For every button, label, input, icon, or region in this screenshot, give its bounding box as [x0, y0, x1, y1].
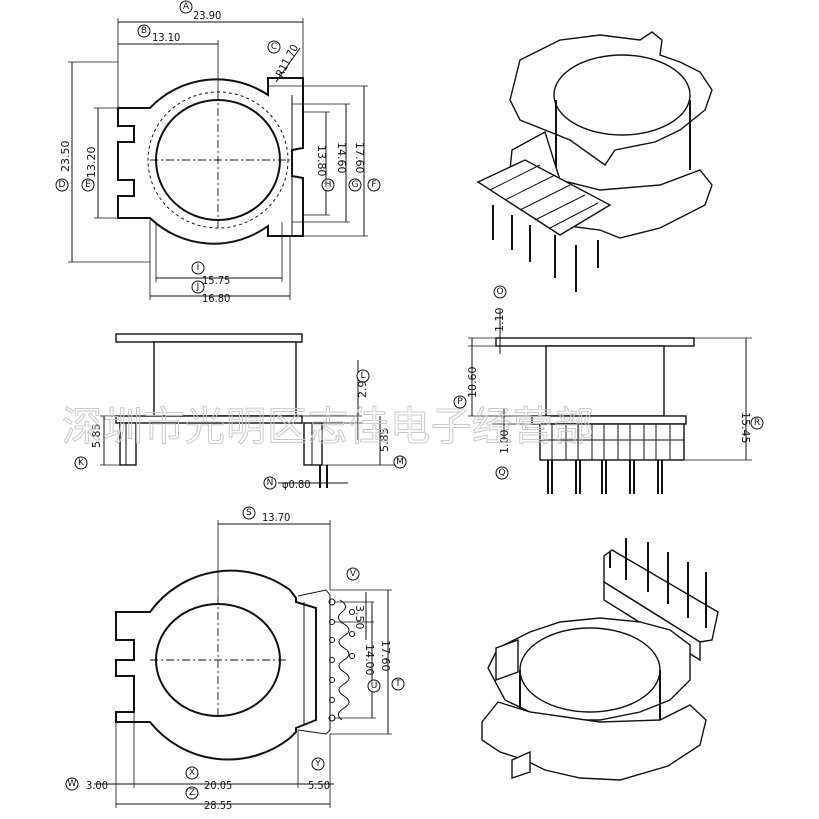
iso-view-bottom	[481, 538, 719, 781]
label-B: B	[137, 24, 151, 38]
dim-B-value: 13.10	[152, 31, 180, 44]
svg-text:E: E	[85, 180, 91, 190]
dim-G-value: 14.60	[335, 142, 348, 174]
dim-D-value: 23.50	[59, 141, 72, 173]
svg-text:B: B	[141, 26, 147, 36]
dim-I-value: 15.75	[202, 274, 230, 287]
label-M: M	[393, 455, 407, 469]
dim-V-value: 3.50	[353, 605, 366, 630]
svg-text:C: C	[271, 42, 277, 52]
label-C: C	[267, 40, 281, 54]
svg-text:Q: Q	[498, 468, 505, 478]
svg-text:V: V	[350, 569, 357, 579]
label-T: T	[391, 677, 405, 691]
dim-Q-value: 1.00	[498, 430, 511, 455]
label-D: D	[55, 178, 69, 192]
svg-text:A: A	[183, 2, 190, 12]
label-F: F	[367, 178, 381, 192]
dim-R-value: 15.45	[739, 412, 752, 444]
label-A: A	[179, 0, 193, 14]
svg-text:X: X	[189, 768, 195, 778]
dim-P-value: 10.60	[466, 367, 479, 399]
svg-text:Z: Z	[189, 788, 195, 798]
label-W: W	[65, 777, 79, 791]
svg-text:O: O	[496, 287, 503, 297]
svg-text:L: L	[360, 371, 365, 381]
svg-text:R: R	[754, 418, 760, 428]
dim-A-value: 23.90	[193, 9, 221, 22]
dim-W-value: 3.00	[86, 779, 108, 792]
svg-text:M: M	[396, 457, 404, 467]
iso-view-top	[476, 31, 713, 292]
dim-O-value: 1.10	[493, 308, 506, 333]
dim-N-value: φ0.80	[282, 478, 311, 491]
dim-X-value: 20.05	[204, 779, 232, 792]
svg-text:H: H	[325, 180, 332, 190]
svg-text:N: N	[267, 478, 274, 488]
dim-F-value: 17.60	[353, 142, 366, 174]
label-J: J	[191, 280, 205, 294]
dim-S-value: 13.70	[262, 511, 290, 524]
svg-text:D: D	[59, 180, 66, 190]
dim-Y-value: 5.50	[308, 779, 330, 792]
label-X: X	[185, 766, 199, 780]
label-S: S	[242, 506, 256, 520]
label-L: L	[356, 369, 370, 383]
svg-text:G: G	[352, 180, 359, 190]
dim-T-value: 17.60	[379, 640, 392, 672]
label-Z: Z	[185, 786, 199, 800]
dim-U-value: 14.00	[363, 644, 376, 676]
label-K: K	[74, 456, 88, 470]
watermark-text: 深圳市光明区志佳电子经营部	[62, 404, 595, 450]
label-Q: Q	[495, 466, 509, 480]
dim-K-value: 5.85	[90, 424, 103, 449]
svg-text:I: I	[197, 263, 200, 273]
svg-text:K: K	[78, 458, 85, 468]
top-view: 23.90 13.10 R11.70 23.50 13.20 13.80 14.…	[55, 0, 381, 305]
dim-H-value: 13.80	[315, 145, 328, 177]
label-R: R	[750, 416, 764, 430]
label-O: O	[493, 285, 507, 299]
label-U: U	[367, 679, 381, 693]
label-H: H	[321, 178, 335, 192]
svg-text:T: T	[394, 679, 401, 689]
label-P: P	[453, 395, 467, 409]
svg-text:S: S	[246, 508, 252, 518]
side-view-right: 1.10 O 10.60 P 1.00 Q 15.45 R	[453, 285, 764, 494]
svg-text:F: F	[371, 180, 376, 190]
svg-text:W: W	[68, 779, 77, 789]
side-view-left: 5.85 K 2.90 L 5.85 M φ0.80 N	[74, 333, 407, 491]
dim-Z-value: 28.55	[204, 799, 232, 812]
svg-text:P: P	[457, 397, 463, 407]
svg-text:U: U	[371, 681, 378, 691]
svg-text:J: J	[196, 282, 200, 292]
label-E: E	[81, 178, 95, 192]
dim-E-value: 13.20	[85, 147, 98, 179]
svg-text:Y: Y	[314, 759, 321, 769]
label-N: N	[263, 476, 277, 490]
dim-J-value: 16.80	[202, 292, 230, 305]
label-I: I	[191, 261, 205, 275]
label-G: G	[348, 178, 362, 192]
dim-M-value: 5.85	[378, 428, 391, 453]
label-V: V	[346, 567, 360, 581]
label-Y: Y	[311, 757, 325, 771]
bottom-view: 13.70 S 3.50 V 14.00 U 17.60 T 3.00 20.0…	[65, 506, 405, 812]
